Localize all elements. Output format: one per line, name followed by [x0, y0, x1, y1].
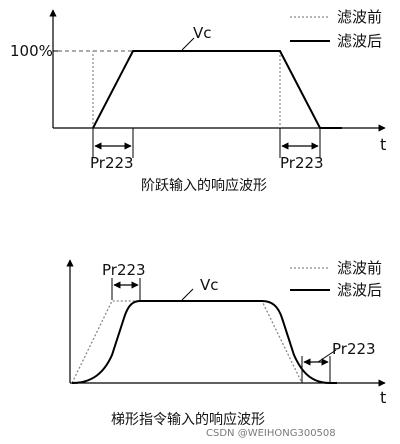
- trapezoid-response-diagram: t Vc Pr223 Pr223 滤波前 滤波后 梯形指令输入的响应波形: [66, 259, 386, 428]
- pr-label-right-2: Pr223: [332, 340, 376, 358]
- caption-2: 梯形指令输入的响应波形: [111, 411, 265, 428]
- watermark: CSDN @WEIHONG300508: [206, 428, 336, 439]
- legend-before-label-1: 滤波前: [337, 8, 382, 26]
- after-filter-curve-2: [71, 300, 337, 384]
- pr-label-left-1: Pr223: [90, 154, 134, 172]
- pr-label-right-1: Pr223: [280, 154, 324, 172]
- vc-label-2: Vc: [200, 276, 219, 294]
- pr-label-top-2: Pr223: [102, 261, 146, 279]
- percent-label: 100%: [10, 42, 53, 60]
- step-response-diagram: t 100% Vc Pr223 Pr223 滤波前 滤波后 阶跃输入的响应波形: [10, 8, 386, 194]
- time-axis-label-2: t: [380, 388, 386, 407]
- vc-label-1: Vc: [193, 24, 212, 42]
- before-filter-curve-2: [71, 300, 303, 384]
- after-filter-curve-1: [92, 50, 342, 129]
- legend-after-label-1: 滤波后: [337, 32, 382, 50]
- vc-leader-2: [181, 288, 194, 301]
- legend-after-label-2: 滤波后: [337, 281, 382, 299]
- vc-leader-1: [181, 37, 195, 51]
- pr-leader-right2: [317, 349, 337, 363]
- caption-1: 阶跃输入的响应波形: [141, 177, 267, 194]
- time-axis-label-1: t: [380, 135, 386, 154]
- legend-before-label-2: 滤波前: [337, 259, 382, 277]
